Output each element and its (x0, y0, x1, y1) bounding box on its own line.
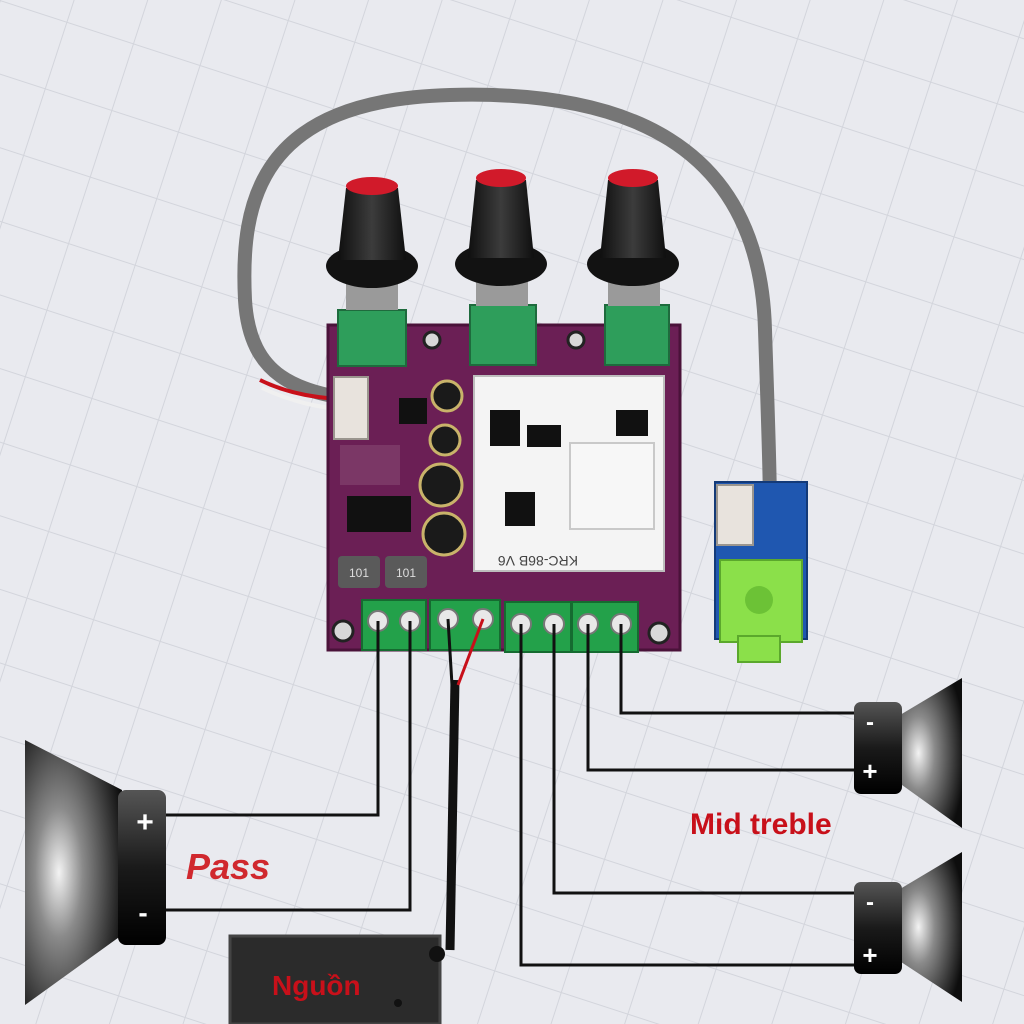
bass-speaker-label: Pass (186, 846, 271, 887)
potentiometer (469, 304, 537, 366)
capacitor (430, 379, 464, 413)
treble-knob (455, 169, 547, 306)
bass-positive-wire (160, 621, 380, 817)
inductor (338, 556, 380, 588)
speaker-cone (25, 740, 122, 1005)
power-supply (228, 934, 442, 1024)
capacitor (418, 462, 464, 508)
mounting-hole (566, 330, 586, 350)
power-negative-wire (446, 618, 454, 686)
amplifier-board: 101 101 KRC-86B V6 (326, 304, 682, 653)
smd-component (340, 445, 400, 485)
mounting-hole (422, 330, 442, 350)
power-supply-label: Nguồn (272, 970, 361, 1001)
treble-speakers-label: Mid treble (690, 808, 832, 841)
bass-negative-wire (160, 621, 412, 912)
mounting-hole (331, 619, 355, 643)
left-negative-wire (552, 624, 860, 895)
bass-knob (326, 177, 418, 310)
speaker-cone (895, 852, 962, 1002)
speaker-magnet (854, 702, 902, 794)
potentiometer (337, 309, 407, 367)
inductor (385, 556, 427, 588)
module-silkscreen: KRC-86B V6 (498, 553, 578, 569)
potentiometer (604, 304, 670, 366)
mounting-hole (647, 621, 671, 645)
ic-chip (399, 398, 427, 424)
audio-cable (237, 87, 777, 517)
polarity-plus: + (136, 806, 154, 839)
terminal-block-bass (361, 599, 427, 651)
speaker-cone (895, 678, 962, 828)
power-connector (429, 946, 445, 962)
treble-speaker-top: - + (854, 678, 962, 828)
left-positive-wire (519, 624, 860, 967)
polarity-minus: - (138, 897, 147, 928)
ic-chip (347, 496, 411, 532)
power-led (394, 999, 402, 1007)
module-chip (569, 442, 655, 530)
capacitor (421, 511, 467, 557)
speaker-magnet (854, 882, 902, 974)
capacitor (428, 423, 462, 457)
terminal-block-right (571, 601, 639, 653)
speaker-wires (160, 621, 860, 967)
input-connector (333, 376, 369, 440)
volume-knob (587, 169, 679, 306)
terminal-block-left (504, 601, 572, 653)
bass-speaker: + - (25, 740, 166, 1005)
speaker-magnet (118, 790, 166, 945)
module-chip (490, 410, 520, 446)
audio-jack-module (714, 481, 808, 663)
polarity-minus: - (866, 889, 874, 916)
terminal-block-power (429, 599, 501, 651)
polarity-plus: + (862, 940, 877, 970)
polarity-plus: + (862, 756, 877, 786)
module-chip (505, 492, 535, 526)
power-cable (445, 679, 460, 951)
module-chip (527, 425, 561, 447)
polarity-minus: - (866, 709, 874, 736)
right-positive-wire (586, 624, 860, 772)
module-chip (616, 410, 648, 436)
right-negative-wire (619, 624, 860, 715)
inductor-marking: 101 (349, 566, 369, 580)
inductor-marking: 101 (396, 566, 416, 580)
power-positive-wire (456, 618, 485, 686)
treble-speaker-bottom: - + (854, 852, 962, 1002)
